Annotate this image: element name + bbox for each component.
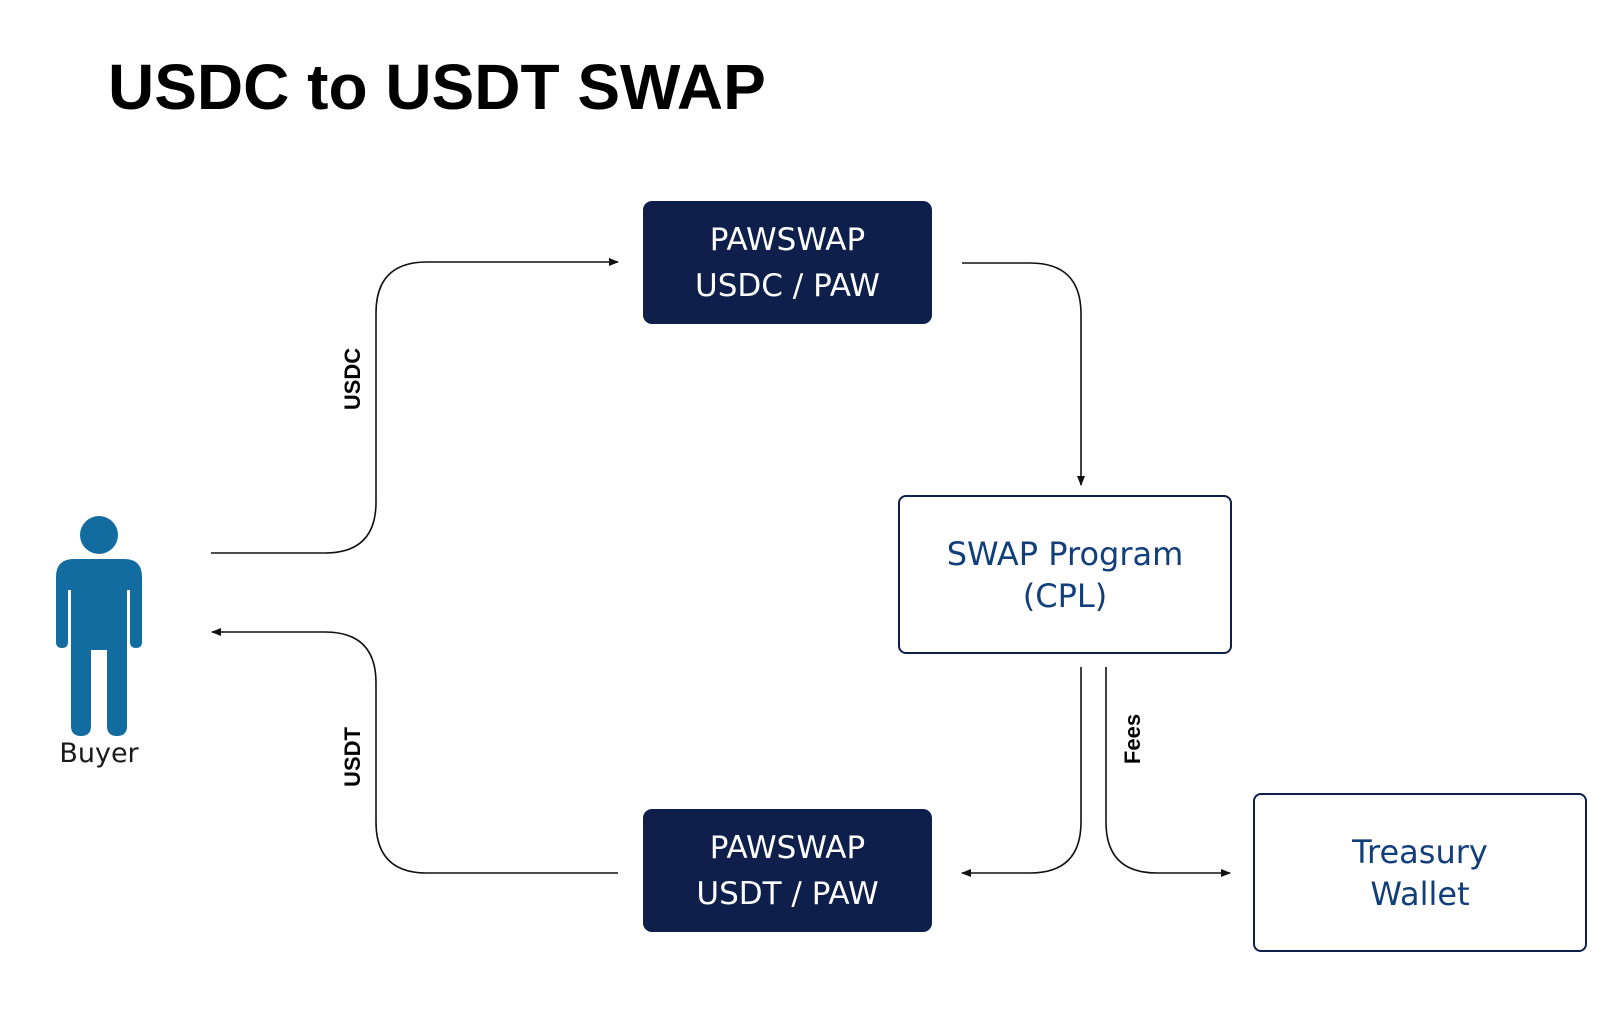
edge-swap-to-usdt-pool — [961, 667, 1082, 877]
node-line-1: Treasury — [1352, 832, 1488, 871]
edge-swap-to-treasury — [1105, 667, 1231, 877]
node-line-1: PAWSWAP — [709, 829, 866, 866]
edge-label-usdt: USDT — [340, 727, 365, 787]
edge-label-usdc: USDC — [340, 347, 365, 411]
node-line-2: USDT / PAW — [696, 875, 879, 912]
page-title: USDC to USDT SWAP — [108, 51, 766, 123]
node-pawswap-usdc-paw[interactable]: PAWSWAP USDC / PAW — [643, 201, 932, 324]
edge-buyer-to-usdc-pool — [211, 258, 619, 554]
node-treasury-wallet[interactable]: Treasury Wallet — [1253, 793, 1587, 952]
node-line-2: (CPL) — [1022, 576, 1108, 615]
edge-label-fees: Fees — [1120, 713, 1145, 765]
person-icon — [56, 516, 142, 736]
edge-usdt-pool-to-buyer — [211, 628, 618, 874]
node-pawswap-usdt-paw[interactable]: PAWSWAP USDT / PAW — [643, 809, 932, 932]
node-line-2: Wallet — [1370, 874, 1470, 913]
node-line-1: SWAP Program — [946, 534, 1184, 573]
node-swap-program[interactable]: SWAP Program (CPL) — [898, 495, 1232, 654]
node-line-1: PAWSWAP — [709, 221, 866, 258]
node-line-2: USDC / PAW — [695, 267, 880, 304]
edge-usdc-pool-to-swap — [962, 262, 1085, 486]
buyer-label: Buyer — [59, 738, 139, 769]
